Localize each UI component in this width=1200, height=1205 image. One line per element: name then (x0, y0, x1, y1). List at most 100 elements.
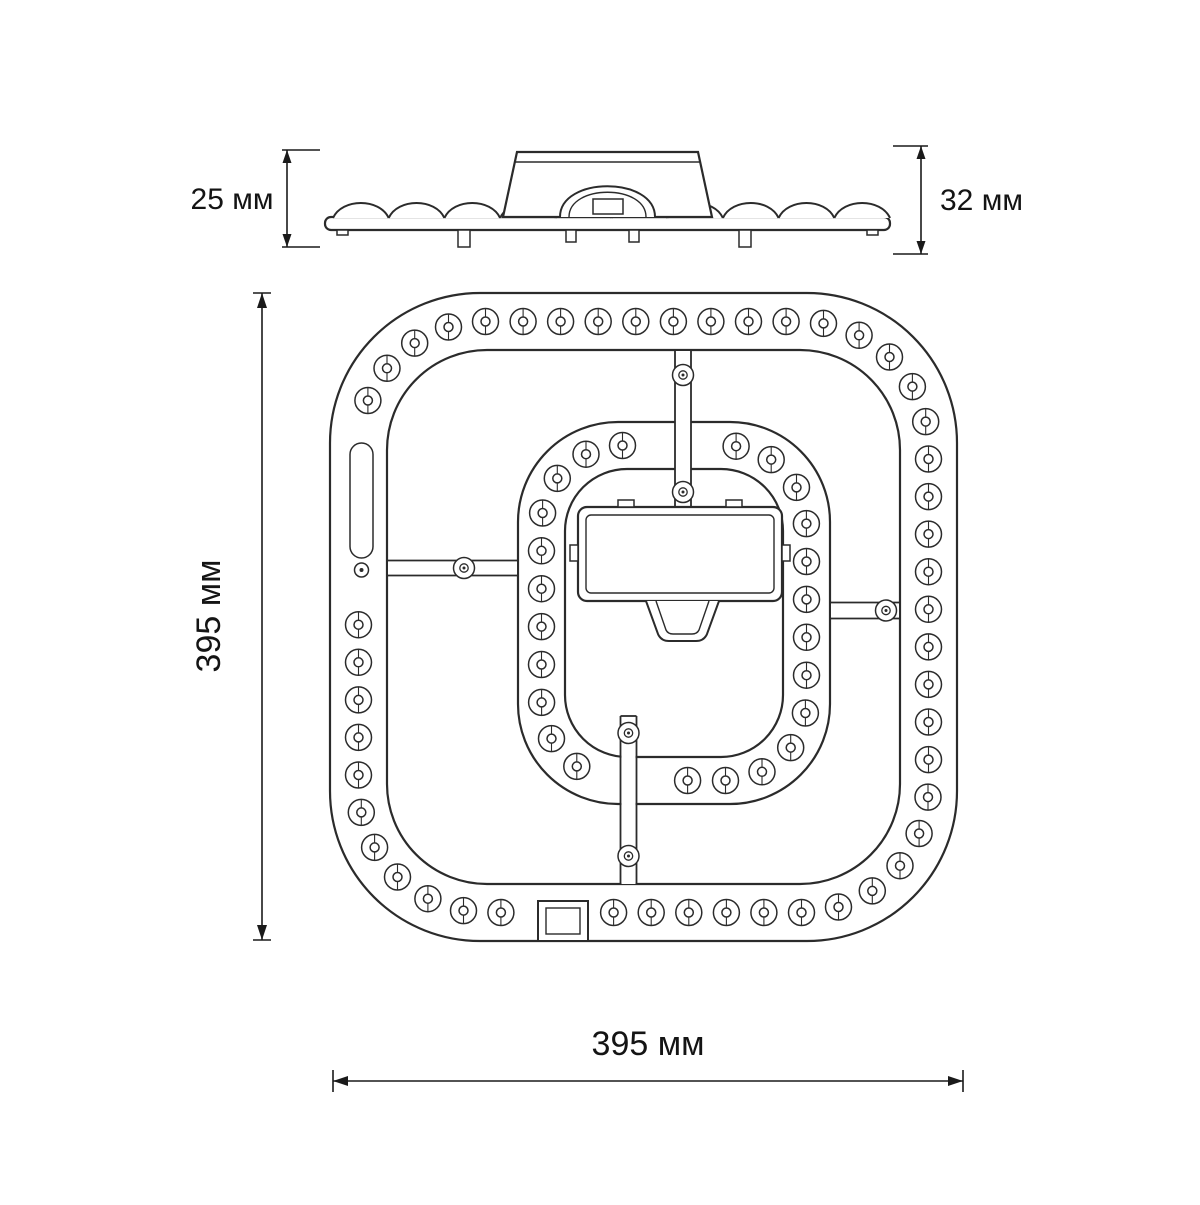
led (914, 520, 943, 548)
led (659, 307, 688, 336)
led (347, 798, 376, 827)
plan-view (328, 291, 959, 943)
led (791, 699, 820, 727)
led (563, 752, 591, 781)
led (911, 407, 940, 436)
plate-tab-left (336, 229, 349, 236)
driver-tab-top (617, 499, 635, 508)
led (734, 307, 763, 336)
driver-tab-top (725, 499, 743, 508)
led (344, 648, 373, 677)
led (886, 851, 914, 880)
label-plan-width: 395 мм (592, 1025, 705, 1063)
driver-tab-left (569, 544, 579, 562)
led (527, 688, 556, 717)
dimension-side-left: 25 мм (191, 149, 320, 248)
led (673, 766, 702, 795)
label-side-height-right: 32 мм (940, 184, 1023, 217)
led (354, 386, 382, 415)
led (809, 309, 838, 338)
led (360, 833, 389, 862)
led (845, 321, 873, 350)
cable-clip-inner (655, 600, 710, 635)
led (792, 509, 821, 538)
snap-connector-inner (545, 907, 581, 935)
led (776, 733, 805, 762)
led (414, 884, 442, 913)
led (584, 307, 612, 336)
led (572, 440, 600, 468)
led (824, 893, 853, 921)
led (449, 896, 478, 925)
lens-bump (443, 202, 502, 219)
base-plate (323, 215, 892, 232)
led (344, 686, 373, 714)
led (711, 766, 740, 795)
led (546, 307, 575, 336)
screw (452, 556, 476, 580)
led (608, 431, 637, 460)
led (622, 307, 650, 336)
lens-bump (833, 202, 891, 219)
led (722, 432, 750, 460)
lens-bump (387, 202, 446, 219)
driver-box (576, 505, 784, 603)
led (471, 307, 500, 336)
led (914, 745, 943, 774)
screw (617, 844, 640, 868)
led (697, 307, 725, 336)
led (373, 354, 401, 383)
led (599, 898, 628, 927)
plate-tab-right (866, 229, 879, 236)
label-side-height-left: 25 мм (191, 183, 274, 216)
led (858, 877, 887, 905)
led (914, 633, 943, 661)
led (787, 898, 816, 927)
led (344, 723, 373, 752)
led (509, 307, 537, 336)
mounting-pin (628, 229, 640, 243)
dimension-plan-height: 395 мм (190, 292, 271, 941)
led (792, 661, 821, 689)
driver-box-inner (585, 514, 775, 594)
housing-block (592, 198, 624, 215)
led (792, 547, 821, 576)
dimension-plan-width: 395 мм (332, 1025, 964, 1092)
led (527, 650, 556, 679)
screw (671, 363, 695, 387)
led (344, 610, 373, 639)
led (898, 372, 927, 401)
screw (874, 599, 898, 622)
led (527, 537, 556, 565)
lens-bump (721, 202, 780, 219)
lens-bump (777, 202, 836, 219)
mounting-pin (738, 229, 752, 248)
led (527, 574, 556, 603)
led (400, 329, 429, 357)
led (527, 612, 556, 641)
mounting-pin (457, 229, 471, 248)
led (344, 761, 373, 789)
led (905, 819, 933, 848)
cable-clip (645, 600, 720, 642)
led (537, 724, 566, 753)
led (792, 623, 821, 652)
led (914, 595, 943, 624)
led (914, 482, 943, 511)
led (748, 758, 776, 786)
led (914, 670, 943, 699)
led (543, 464, 572, 493)
slot-hole-center (359, 568, 364, 572)
screw (671, 480, 695, 504)
led (782, 473, 811, 502)
dimension-side-right: 32 мм (893, 145, 1023, 255)
led (757, 445, 785, 474)
led (487, 898, 515, 927)
led (750, 898, 778, 927)
led (792, 585, 821, 614)
mounting-slot (349, 442, 374, 559)
screw (617, 721, 640, 745)
led (914, 445, 943, 473)
led (434, 313, 463, 341)
led (875, 343, 904, 371)
